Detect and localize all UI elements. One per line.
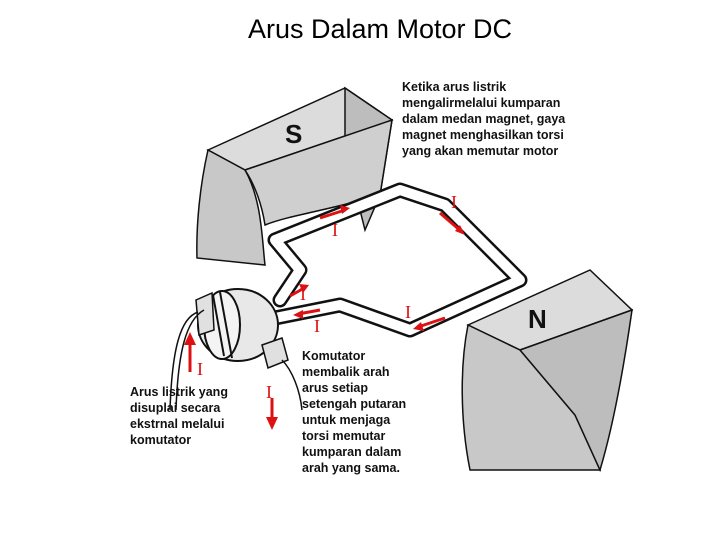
page-title: Arus Dalam Motor DC [247, 14, 513, 44]
current-label: I [332, 220, 338, 240]
note-line: yang akan memutar motor [402, 144, 558, 158]
note-line: arus setiap [302, 381, 368, 395]
brush-right [261, 337, 303, 411]
note-line: Komutator [302, 349, 365, 363]
note-line: komutator [130, 433, 191, 447]
note-line: Arus listrik yang [130, 385, 228, 399]
current-label: I [451, 192, 457, 212]
note-line: ekstrnal melalui [130, 417, 225, 431]
current-label: I [314, 316, 320, 336]
note-line: torsi memutar [302, 429, 385, 443]
brush-left [169, 291, 215, 411]
note-line: kumparan dalam [302, 445, 401, 459]
note-line: dalam medan magnet, gaya [402, 112, 566, 126]
note-top-right: Ketika arus listrik mengalirmelalui kump… [402, 80, 566, 158]
note-line: magnet menghasilkan torsi [402, 128, 564, 142]
armature-coil [267, 182, 528, 338]
note-line: arah yang sama. [302, 461, 400, 475]
note-line: mengalirmelalui kumparan [402, 96, 560, 110]
note-line: setengah putaran [302, 397, 406, 411]
note-commutator: Komutator membalik arah arus setiap sete… [302, 349, 406, 475]
note-line: disuplai secara [130, 401, 221, 415]
current-arrows [184, 205, 465, 430]
note-line: Ketika arus listrik [402, 80, 506, 94]
current-label: I [266, 382, 272, 402]
north-magnet: N [461, 269, 634, 473]
current-label: I [300, 284, 306, 304]
south-pole-label: S [285, 119, 302, 149]
south-magnet: S [196, 86, 394, 266]
north-pole-label: N [528, 304, 547, 334]
note-line: membalik arah [302, 365, 390, 379]
current-label: I [405, 302, 411, 322]
current-labels: I I I I I I I [197, 192, 457, 402]
current-label: I [197, 359, 203, 379]
note-left: Arus listrik yang disuplai secara ekstrn… [130, 385, 228, 447]
note-line: untuk menjaga [302, 413, 391, 427]
